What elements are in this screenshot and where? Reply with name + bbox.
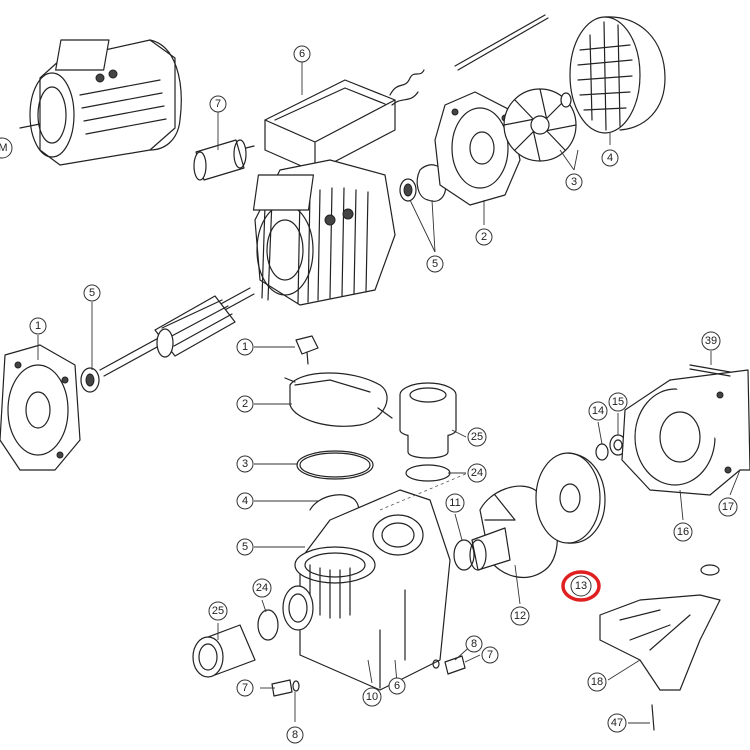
callout-15: 15: [608, 392, 628, 412]
callout-3b: 3: [236, 455, 254, 473]
callout-25: 25: [208, 601, 228, 621]
callout-5-left: 5: [83, 284, 101, 302]
callout-39: 39: [701, 331, 721, 351]
callout-10: 10: [362, 687, 382, 707]
union-top: [399, 382, 457, 482]
callout-6: 6: [293, 45, 311, 63]
callout-11: 11: [445, 493, 465, 513]
svg-text:2: 2: [481, 231, 487, 243]
front-flange: [0, 344, 81, 471]
callout-5: 5: [426, 255, 444, 273]
callout-18: 18: [587, 672, 607, 692]
highlight-ring: [561, 570, 601, 602]
motor-body: [252, 159, 396, 306]
svg-text:16: 16: [677, 526, 689, 538]
diffuser-oring: [453, 539, 475, 571]
fan-cover: [454, 14, 666, 134]
svg-text:7: 7: [242, 682, 248, 694]
svg-text:3: 3: [571, 176, 577, 188]
callout-5b: 5: [236, 538, 254, 556]
callout-17: 17: [718, 497, 738, 517]
svg-text:17: 17: [722, 501, 734, 513]
callout-24: 24: [252, 578, 272, 598]
callout-m: M: [0, 137, 13, 159]
bolt-39: [689, 364, 731, 377]
svg-text:13: 13: [575, 580, 587, 592]
callout-8b: 8: [286, 726, 304, 744]
svg-text:6: 6: [299, 48, 305, 60]
svg-text:8: 8: [292, 729, 298, 741]
svg-text:11: 11: [449, 497, 460, 509]
callout-labels: 6 7 4 3 2 5 M 1 5 1 2 3 4 5 25 24 11 12 …: [0, 45, 738, 744]
svg-text:24: 24: [256, 582, 268, 594]
svg-text:18: 18: [591, 676, 603, 688]
callout-4: 4: [601, 149, 619, 167]
svg-text:1: 1: [35, 320, 41, 332]
svg-text:6: 6: [394, 680, 400, 692]
svg-text:47: 47: [611, 717, 623, 729]
callout-3: 3: [565, 173, 583, 191]
callout-13: 13: [570, 575, 592, 597]
callout-16: 16: [673, 522, 693, 542]
pump-lid: [284, 372, 393, 427]
svg-text:14: 14: [592, 405, 604, 417]
svg-text:25: 25: [212, 605, 224, 617]
callout-14: 14: [588, 401, 608, 421]
lid-oring: [296, 450, 374, 480]
callout-7c: 7: [236, 679, 254, 697]
callout-12: 12: [510, 606, 530, 626]
svg-text:5: 5: [432, 258, 438, 270]
seal-plate: [621, 369, 750, 496]
rear-flange: [434, 91, 521, 206]
terminal-box-cover: [264, 69, 425, 190]
cooling-fan: [503, 88, 577, 162]
svg-text:39: 39: [705, 335, 717, 347]
pump-housing: [282, 489, 451, 691]
mounting-bracket: [599, 564, 721, 731]
callout-2: 2: [475, 228, 493, 246]
callout-24-top: 24: [467, 463, 487, 483]
svg-text:15: 15: [612, 396, 624, 408]
svg-text:M: M: [0, 142, 8, 154]
bearing-left: [80, 367, 100, 393]
svg-text:4: 4: [607, 152, 613, 164]
union-left: [192, 609, 279, 678]
callout-6b: 6: [388, 677, 406, 695]
callout-1: 1: [236, 338, 254, 356]
callout-7b: 7: [481, 646, 499, 664]
motor-thumbnail: [19, 39, 182, 166]
svg-text:3: 3: [242, 458, 248, 470]
svg-text:5: 5: [89, 287, 95, 299]
mechanical-seal: [595, 434, 627, 461]
svg-text:25: 25: [471, 431, 483, 443]
svg-text:10: 10: [366, 691, 378, 703]
callout-4b: 4: [236, 492, 254, 510]
drain-plugs: [271, 655, 466, 697]
lid-knob: [295, 335, 319, 365]
svg-text:7: 7: [215, 98, 221, 110]
impeller: [535, 452, 606, 544]
callout-25-top: 25: [467, 427, 487, 447]
callout-2b: 2: [236, 395, 254, 413]
svg-text:8: 8: [471, 638, 477, 650]
bearing-top: [399, 164, 447, 202]
svg-text:5: 5: [242, 541, 248, 553]
svg-text:12: 12: [514, 610, 526, 622]
svg-text:2: 2: [242, 398, 248, 410]
capacitor: [193, 139, 255, 181]
leader-lines: [37, 62, 741, 724]
callout-47: 47: [607, 713, 627, 733]
svg-text:7: 7: [487, 649, 493, 661]
callout-8: 8: [465, 635, 483, 653]
callout-7: 7: [209, 95, 227, 113]
svg-text:1: 1: [242, 341, 248, 353]
rotor-shaft: [99, 287, 255, 377]
svg-text:24: 24: [471, 467, 483, 479]
callout-1-left: 1: [29, 317, 47, 335]
svg-text:4: 4: [242, 495, 248, 507]
